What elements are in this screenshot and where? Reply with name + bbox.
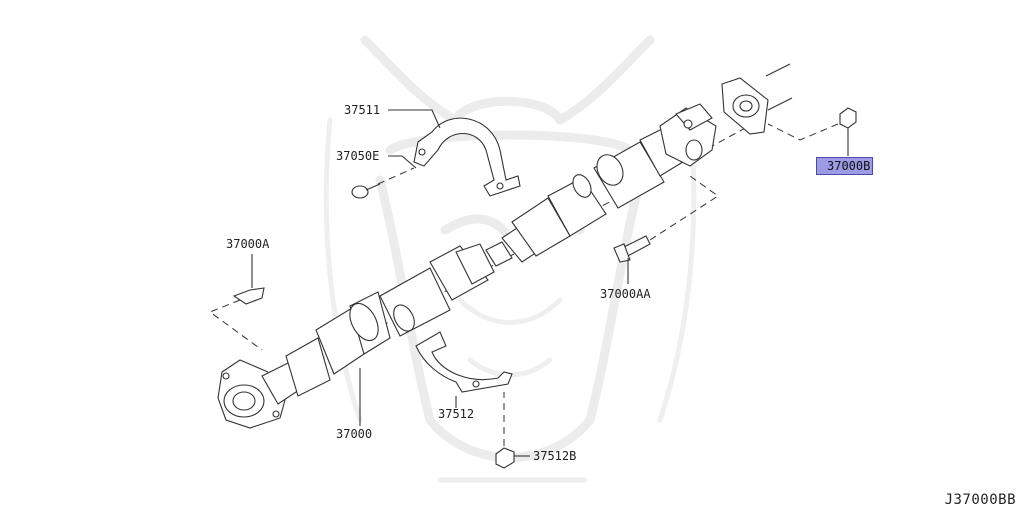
front-shaft-tube [285, 291, 391, 397]
samurai-helmet-watermark [323, 35, 697, 483]
nut-37000b [767, 107, 857, 141]
part-label-37000a[interactable]: 37000A [226, 237, 270, 251]
bolt-37000aa [613, 175, 719, 263]
companion-flange [721, 63, 793, 135]
part-label-37512[interactable]: 37512 [438, 407, 475, 421]
lower-bracket [415, 331, 513, 393]
upper-bracket [413, 117, 521, 197]
part-label-37000aa[interactable]: 37000AA [600, 287, 651, 301]
nut-37512b [495, 392, 515, 469]
center-bearing-joint [501, 174, 607, 263]
part-label-37512b[interactable]: 37512B [533, 449, 577, 463]
part-label-37000b[interactable]: 37000B [816, 157, 874, 175]
part-label-37000[interactable]: 37000 [336, 427, 373, 441]
part-label-37050e[interactable]: 37050E [336, 149, 380, 163]
bolt-37050e [351, 167, 415, 199]
rear-yoke [659, 103, 717, 167]
front-flange-yoke [217, 359, 303, 429]
drawing-code: J37000BB [944, 492, 1016, 508]
intermediate-tube [379, 241, 513, 337]
part-label-37511[interactable]: 37511 [344, 103, 381, 117]
leader-37050e [388, 155, 417, 169]
leader-37511 [388, 109, 441, 129]
bolt-37000a [208, 287, 265, 351]
